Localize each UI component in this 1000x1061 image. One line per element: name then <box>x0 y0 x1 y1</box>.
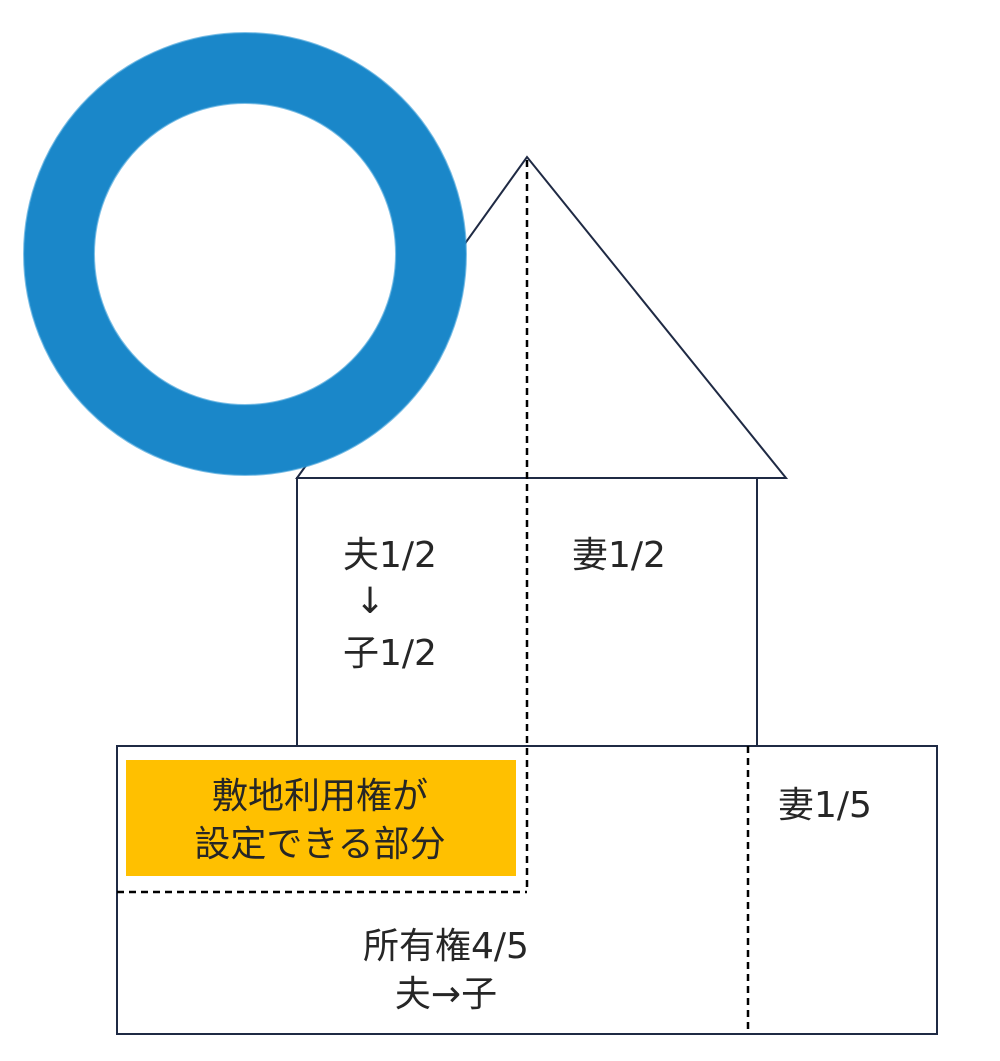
wife-building-share-label: 妻1/2 <box>572 535 666 576</box>
child-building-share-label: 子1/2 <box>343 633 437 674</box>
husband-building-share-label: 夫1/2 <box>343 535 437 576</box>
wife-land-share-label: 妻1/5 <box>778 785 872 826</box>
blue-circle-maru-icon <box>23 32 467 476</box>
land-right-label-line2: 設定できる部分 <box>194 824 445 865</box>
ownership-label-line1: 所有権4/5 <box>363 926 529 967</box>
land-parcel <box>116 745 938 1035</box>
land-right-label-line1: 敷地利用権が <box>212 776 428 817</box>
land-right-highlight <box>126 760 516 876</box>
ownership-label-line2: 夫→子 <box>395 974 497 1015</box>
arrow-down-label: ↓ <box>355 581 385 622</box>
